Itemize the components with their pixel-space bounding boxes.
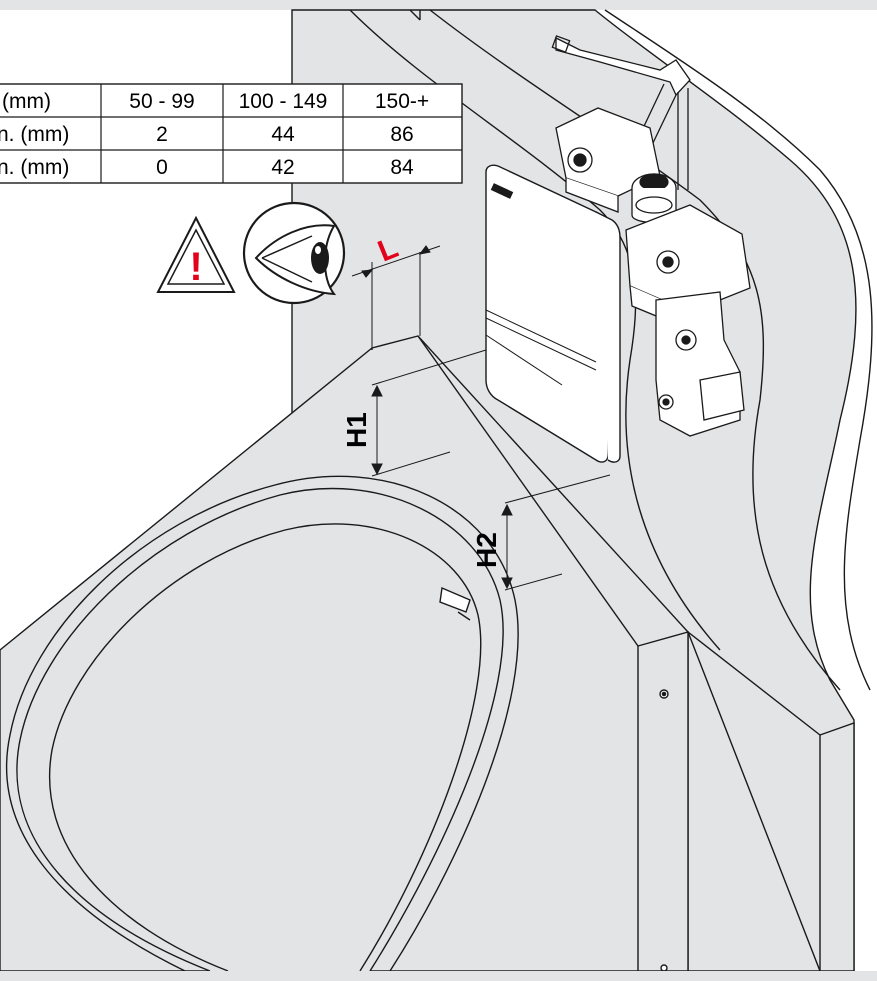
valve-mechanism <box>551 35 751 437</box>
table-row-2-label: n. (mm) <box>0 156 69 179</box>
table-row-1-col-2: 44 <box>271 123 295 146</box>
dimension-label-H1: H1 <box>341 412 372 448</box>
table-header-col-1: 50 - 99 <box>129 90 194 113</box>
table-row-2-col-1: 0 <box>156 156 168 179</box>
top-strip <box>0 0 877 10</box>
control-panel <box>485 164 621 463</box>
table-row-2-col-3: 84 <box>390 156 414 179</box>
dimension-lines <box>351 245 611 591</box>
bottom-strip <box>0 971 877 981</box>
table-header-col-2: 100 - 149 <box>239 90 328 113</box>
table-header-col-3: 150-+ <box>375 90 429 113</box>
table-header-label: (mm) <box>2 90 51 113</box>
bathtub-block <box>0 335 855 972</box>
dimension-label-H2: H2 <box>471 532 502 568</box>
table-row-1-label: n. (mm) <box>0 123 69 146</box>
eye-icon <box>242 201 346 305</box>
table-row-2-col-2: 42 <box>271 156 294 179</box>
table-row-1-col-1: 2 <box>156 123 168 146</box>
table-row-1-col-3: 86 <box>390 123 413 146</box>
warning-triangle-icon: ! <box>156 215 236 293</box>
dimension-table: (mm) 50 - 99 100 - 149 150-+ n. (mm) 2 4… <box>0 83 463 184</box>
warning-exclamation: ! <box>189 245 202 289</box>
